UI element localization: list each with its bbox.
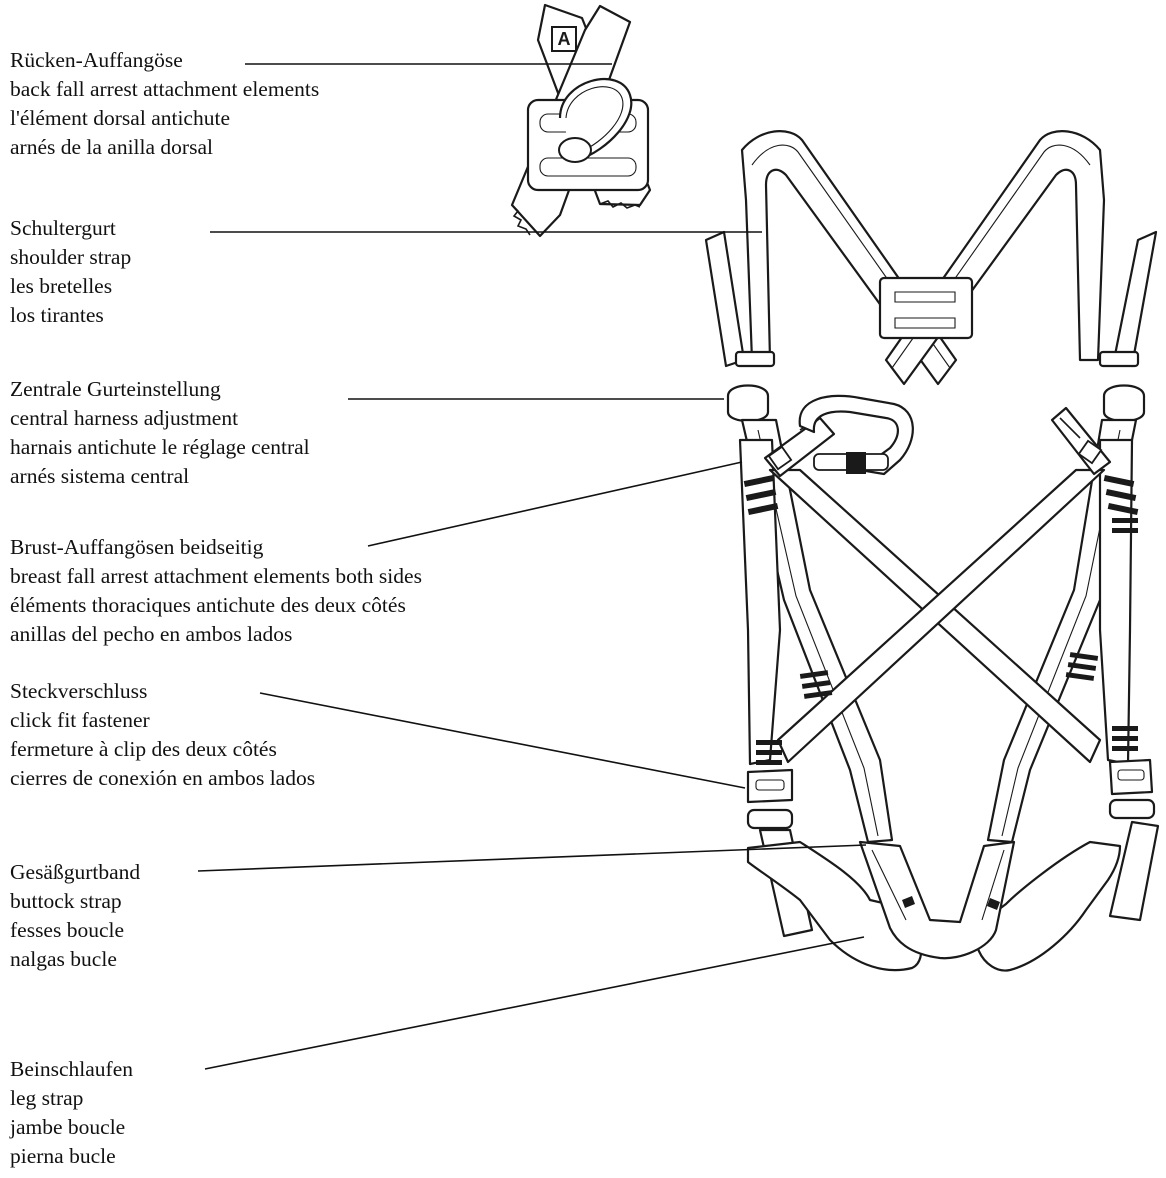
leader-leg-strap <box>205 937 864 1069</box>
callout-es: arnés sistema central <box>10 462 310 491</box>
callout-en: click fit fastener <box>10 706 315 735</box>
click-fastener-right <box>1110 760 1154 818</box>
callout-es: arnés de la anilla dorsal <box>10 133 319 162</box>
callout-de: Brust-Auffangösen beidseitig <box>10 533 422 562</box>
callout-es: pierna bucle <box>10 1142 133 1171</box>
callout-breast-attachment: Brust-Auffangösen beidseitig breast fall… <box>10 533 422 649</box>
callout-fr: fermeture à clip des deux côtés <box>10 735 315 764</box>
callout-click-fastener: Steckverschluss click fit fastener ferme… <box>10 677 315 793</box>
right-d-buckle <box>1104 386 1144 422</box>
callout-de: Zentrale Gurteinstellung <box>10 375 310 404</box>
leader-breast-attachment <box>368 462 742 546</box>
right-keeper <box>1100 352 1138 366</box>
back-cross-plate <box>880 278 972 338</box>
callout-fr: éléments thoraciques antichute des deux … <box>10 591 422 620</box>
left-strap-tail <box>706 232 744 366</box>
callout-es: cierres de conexión en ambos lados <box>10 764 315 793</box>
callout-central-adjustment: Zentrale Gurteinstellung central harness… <box>10 375 310 491</box>
leg-tail-right <box>1110 822 1158 920</box>
callout-buttock-strap: Gesäßgurtband buttock strap fesses boucl… <box>10 858 140 974</box>
callout-en: back fall arrest attachment elements <box>10 75 319 104</box>
callout-en: leg strap <box>10 1084 133 1113</box>
callout-fr: jambe boucle <box>10 1113 133 1142</box>
callout-de: Schultergurt <box>10 214 131 243</box>
right-strap-tail <box>1114 232 1156 366</box>
back-attachment-inset: A <box>512 5 650 236</box>
callout-en: buttock strap <box>10 887 140 916</box>
callout-es: nalgas bucle <box>10 945 140 974</box>
callout-back-attachment: Rücken-Auffangöse back fall arrest attac… <box>10 46 319 162</box>
callout-en: central harness adjustment <box>10 404 310 433</box>
callout-fr: fesses boucle <box>10 916 140 945</box>
callout-shoulder-strap: Schultergurt shoulder strap les bretelle… <box>10 214 131 330</box>
callout-de: Steckverschluss <box>10 677 315 706</box>
callout-fr: l'élément dorsal antichute <box>10 104 319 133</box>
click-fastener-left <box>748 770 792 828</box>
callout-en: shoulder strap <box>10 243 131 272</box>
harness-body <box>706 131 1158 970</box>
left-keeper <box>736 352 774 366</box>
callout-es: anillas del pecho en ambos lados <box>10 620 422 649</box>
callout-de: Rücken-Auffangöse <box>10 46 319 75</box>
side-strap-right <box>1100 440 1132 764</box>
side-strap-left <box>740 440 780 764</box>
callout-fr: les bretelles <box>10 272 131 301</box>
shoulder-strap-right <box>886 131 1104 384</box>
left-d-buckle <box>728 386 768 422</box>
inset-marking-letter: A <box>558 29 571 49</box>
callout-de: Beinschlaufen <box>10 1055 133 1084</box>
callout-es: los tirantes <box>10 301 131 330</box>
leader-click-fastener <box>260 693 745 788</box>
callout-en: breast fall arrest attachment elements b… <box>10 562 422 591</box>
callout-de: Gesäßgurtband <box>10 858 140 887</box>
callout-fr: harnais antichute le réglage central <box>10 433 310 462</box>
callout-leg-strap: Beinschlaufen leg strap jambe boucle pie… <box>10 1055 133 1171</box>
